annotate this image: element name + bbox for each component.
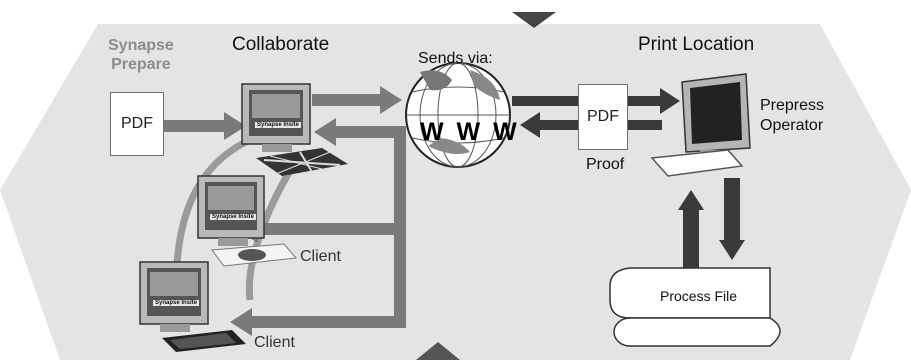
pdf-document-right: PDF bbox=[578, 84, 628, 150]
top-notch bbox=[512, 12, 556, 28]
label-prepare: Prepare bbox=[111, 56, 171, 73]
label-prepress: Prepress bbox=[760, 97, 825, 114]
keyboard-flag bbox=[256, 148, 348, 176]
label-client-2: Client bbox=[254, 334, 295, 351]
arrow-process-to-prepress bbox=[678, 190, 704, 272]
label-operator: Operator bbox=[760, 117, 824, 134]
monitor-prepress bbox=[650, 73, 751, 177]
globe-www-text: W W W bbox=[420, 118, 520, 146]
label-client-1: Client bbox=[300, 248, 341, 265]
label-synapse: Synapse bbox=[108, 37, 174, 54]
arrow-prepress-to-process bbox=[719, 178, 745, 260]
screen-caption-2: Synapse Insite bbox=[210, 214, 257, 220]
label-print-location: Print Location bbox=[638, 34, 755, 55]
screen-caption-1: Synapse Insite bbox=[255, 122, 302, 128]
monitor-collaborate bbox=[241, 83, 311, 152]
bottom-notch bbox=[416, 342, 460, 360]
label-process-file: Process File bbox=[660, 288, 738, 304]
pdf-document-left: PDF bbox=[110, 92, 164, 156]
label-proof: Proof bbox=[586, 156, 625, 173]
monitor-client-2 bbox=[139, 261, 246, 352]
monitor-client-1 bbox=[197, 175, 297, 267]
label-sends-via: Sends via: bbox=[418, 50, 493, 67]
label-collaborate: Collaborate bbox=[232, 34, 330, 55]
process-file-scroll bbox=[609, 267, 781, 347]
screen-caption-3: Synapse Insite bbox=[153, 300, 200, 306]
arrow-collaborate-to-globe bbox=[312, 86, 402, 114]
label-synapse-prepare: Synapse Prepare bbox=[108, 36, 174, 74]
globe bbox=[405, 62, 511, 168]
label-prepress-operator: Prepress Operator bbox=[760, 96, 824, 136]
arrow-pdf-to-collaborate bbox=[164, 112, 246, 140]
